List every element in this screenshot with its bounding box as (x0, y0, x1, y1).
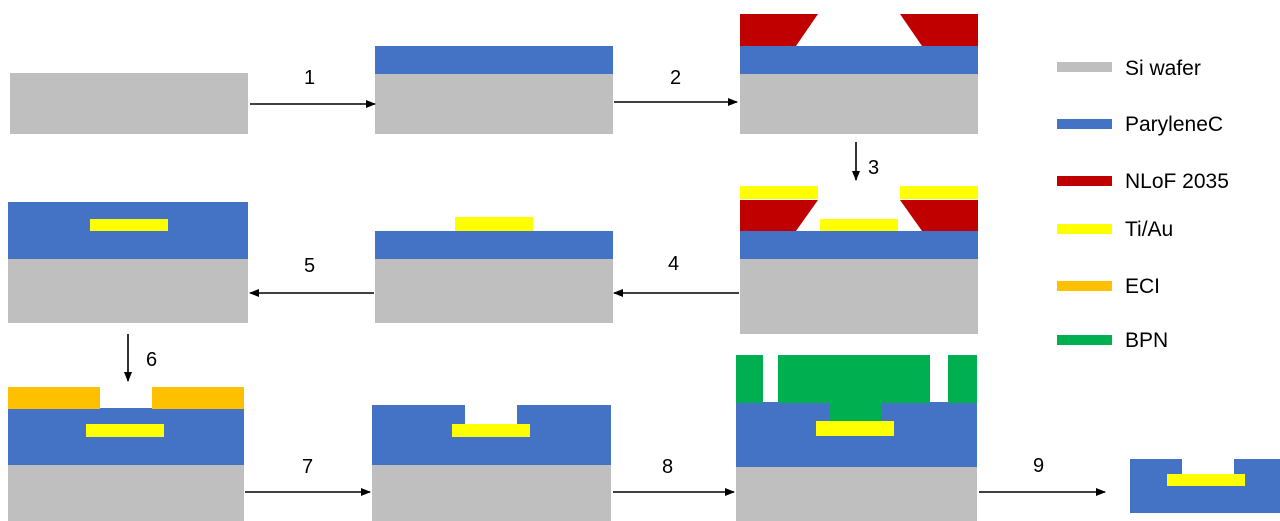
legend-item-bpn: BPN (1057, 329, 1168, 352)
si-wafer-layer (375, 73, 613, 134)
si-wafer-layer (10, 73, 248, 134)
legend-item-ti-au: Ti/Au (1057, 218, 1173, 241)
si-wafer-layer (372, 464, 611, 521)
legend: Si wafer ParyleneC NLoF 2035 Ti/Au ECI B… (1057, 57, 1229, 352)
stage-0-bare-wafer (10, 73, 248, 134)
ti-au-on-nlof-left (740, 186, 818, 199)
stage-9-released-device (1130, 459, 1280, 513)
bpn-center (778, 355, 930, 421)
stage-2-nlof-patterned (740, 14, 978, 134)
step-label-8: 8 (662, 456, 673, 478)
parylene-layer (740, 46, 978, 74)
parylene-layer (375, 46, 613, 74)
legend-label: Ti/Au (1125, 218, 1173, 241)
ti-au-electrode (86, 424, 164, 437)
step-label-7: 7 (302, 456, 313, 478)
step-label-6: 6 (146, 349, 157, 371)
si-wafer-layer (740, 73, 978, 134)
legend-label: ParyleneC (1125, 113, 1223, 136)
legend-item-si-wafer: Si wafer (1057, 57, 1201, 80)
stage-6-eci-mask (8, 387, 244, 521)
bpn-right (948, 355, 977, 403)
step-label-4: 4 (668, 253, 679, 275)
ti-au-electrode (455, 217, 533, 231)
parylene-layer (740, 231, 978, 259)
legend-swatch (1057, 176, 1112, 186)
ti-au-electrode (1167, 474, 1245, 486)
legend-item-eci: ECI (1057, 275, 1160, 298)
si-wafer-layer (736, 466, 977, 521)
eci-right (152, 387, 244, 409)
step-label-2: 2 (670, 67, 681, 89)
si-wafer-layer (375, 258, 613, 323)
nlof-right (900, 14, 978, 46)
stage-5-encapsulation (8, 202, 248, 323)
si-wafer-layer (8, 258, 248, 323)
step-label-5: 5 (304, 255, 315, 277)
stage-3-metal-deposition (740, 186, 978, 334)
legend-item-parylenec: ParyleneC (1057, 113, 1223, 136)
stage-8-bpn-coating (736, 355, 977, 521)
legend-item-nlof-2035: NLoF 2035 (1057, 170, 1229, 193)
stage-1-parylene (375, 46, 613, 134)
eci-left (8, 387, 100, 409)
ti-au-electrode (452, 424, 530, 437)
stage-4-lift-off (375, 217, 613, 323)
legend-label: NLoF 2035 (1125, 170, 1229, 193)
legend-swatch (1057, 119, 1112, 129)
legend-swatch (1057, 224, 1112, 234)
legend-swatch (1057, 335, 1112, 345)
ti-au-electrode (820, 219, 898, 231)
legend-swatch (1057, 62, 1112, 72)
ti-au-electrode (90, 219, 168, 231)
nlof-right (900, 200, 978, 231)
ti-au-electrode (816, 421, 894, 436)
step-label-9: 9 (1033, 455, 1044, 477)
parylene-layer (375, 231, 613, 259)
nlof-left (740, 200, 818, 231)
step-label-1: 1 (304, 67, 315, 89)
si-wafer-layer (8, 464, 244, 521)
si-wafer-layer (740, 258, 978, 334)
bpn-left (736, 355, 763, 403)
legend-label: ECI (1125, 275, 1160, 298)
legend-label: BPN (1125, 329, 1168, 352)
stage-7-parylene-etch (372, 405, 611, 521)
ti-au-on-nlof-right (900, 186, 978, 199)
step-label-3: 3 (868, 157, 879, 179)
legend-label: Si wafer (1125, 57, 1201, 80)
legend-swatch (1057, 281, 1112, 291)
nlof-left (740, 14, 818, 46)
